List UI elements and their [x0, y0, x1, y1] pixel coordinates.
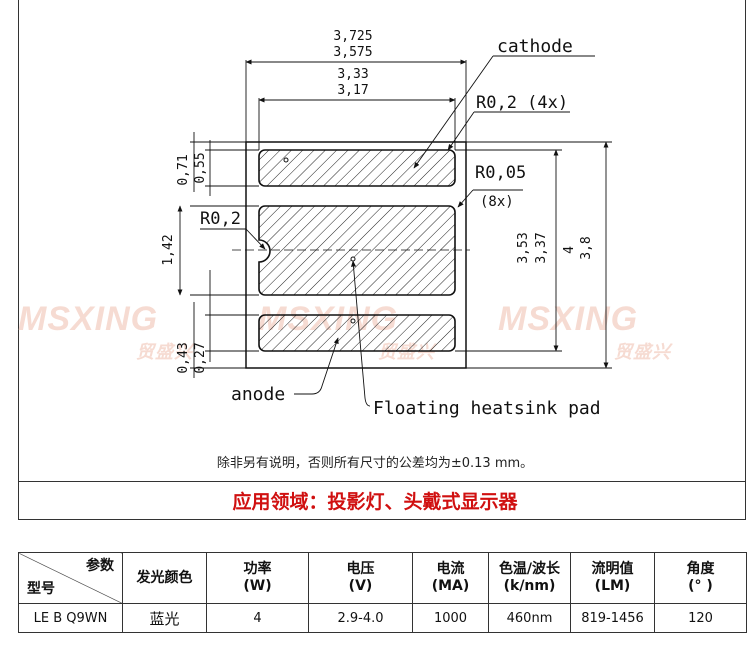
- dim-right-353: 3,53: [516, 232, 531, 263]
- heatsink-pad: [258, 205, 456, 296]
- cathode-pad: [258, 149, 456, 187]
- watermark-cn-right: 贸盛兴: [614, 342, 671, 362]
- spec-table-header: 参数 型号 发光颜色 功率(W) 电压(V) 电流(MA) 色温/波长(k/nm…: [18, 552, 747, 604]
- dim-width-3: 3,33: [337, 67, 368, 82]
- dim-right-337: 3,37: [534, 232, 549, 263]
- cell-current: 1000: [412, 603, 489, 633]
- frame-divider: [18, 481, 746, 482]
- cell-color: 蓝光: [122, 603, 207, 633]
- led-dimension-drawing: 3,725 3,575 3,33 3,17 0,71 0,55 1,42 0,4…: [161, 29, 612, 419]
- dim-left-043: 0,43: [176, 342, 191, 373]
- cell-voltage: 2.9-4.0: [308, 603, 413, 633]
- header-color: 发光颜色: [122, 552, 207, 604]
- callout-r02-4x: R0,2 (4x): [476, 93, 568, 113]
- callout-cathode: cathode: [497, 36, 573, 57]
- watermark-brand-left: MSXING: [18, 300, 159, 338]
- cell-model: LE B Q9WN: [18, 603, 123, 633]
- header-angle: 角度(° ): [654, 552, 747, 604]
- spec-table: 参数 型号 发光颜色 功率(W) 电压(V) 电流(MA) 色温/波长(k/nm…: [18, 552, 747, 633]
- callout-anode: anode: [231, 384, 285, 405]
- corner-param-label: 参数: [86, 558, 114, 574]
- watermark-brand-right: MSXING: [498, 300, 639, 338]
- header-current: 电流(MA): [412, 552, 489, 604]
- anode-pad: [258, 314, 456, 352]
- dim-width-4: 3,17: [337, 83, 368, 98]
- dim-left-071: 0,71: [176, 154, 191, 185]
- dim-left-027: 0,27: [193, 342, 208, 373]
- callout-r02: R0,2: [200, 209, 241, 229]
- callout-r005-count: (8x): [480, 194, 514, 210]
- callout-r005: R0,05: [475, 163, 526, 183]
- dim-width-2: 3,575: [333, 45, 372, 60]
- dim-right-38: 3,8: [579, 236, 594, 259]
- cell-lumen: 819-1456: [570, 603, 655, 633]
- header-power: 功率(W): [206, 552, 309, 604]
- dim-width-1: 3,725: [333, 29, 372, 44]
- cell-power: 4: [206, 603, 309, 633]
- tolerance-note: 除非另有说明，否则所有尺寸的公差均为±0.13 mm。: [216, 456, 534, 471]
- header-wavelength: 色温/波长(k/nm): [488, 552, 571, 604]
- header-voltage: 电压(V): [308, 552, 413, 604]
- header-lumen: 流明值(LM): [570, 552, 655, 604]
- drawing-frame: [18, 0, 746, 520]
- application-text: 应用领域：投影灯、头戴式显示器: [232, 491, 518, 513]
- callout-heatsink: Floating heatsink pad: [373, 398, 601, 419]
- corner-header-cell: 参数 型号: [18, 552, 123, 604]
- package-outline: [245, 141, 467, 369]
- table-row: LE B Q9WN 蓝光 4 2.9-4.0 1000 460nm 819-14…: [18, 603, 747, 633]
- cell-wavelength: 460nm: [488, 603, 571, 633]
- dim-left-055: 0,55: [193, 152, 208, 183]
- watermark-cn-left: 贸盛兴: [136, 342, 193, 362]
- cell-angle: 120: [654, 603, 747, 633]
- dim-left-142: 1,42: [161, 234, 176, 265]
- corner-model-label: 型号: [27, 581, 55, 597]
- dim-right-4: 4: [562, 246, 577, 254]
